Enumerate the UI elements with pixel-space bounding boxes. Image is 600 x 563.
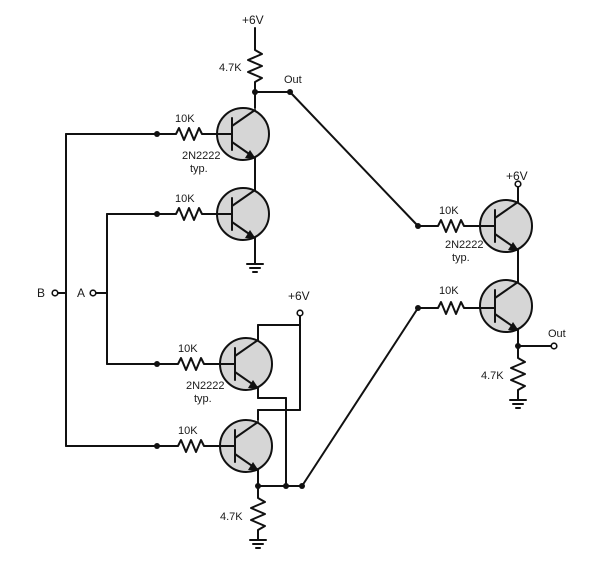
transistor-q6	[479, 279, 533, 333]
resistor-base-6	[433, 301, 467, 315]
junction-dot	[154, 443, 160, 449]
q1-part-label: 2N2222	[182, 150, 221, 162]
junction-dot	[252, 89, 258, 95]
q3-collector-lead	[234, 339, 259, 357]
resistor-label-base-2: 10K	[175, 193, 195, 205]
resistor-base-5	[433, 219, 467, 233]
resistor-collector-top	[247, 43, 263, 93]
resistor-base-1	[171, 127, 205, 141]
junction-dot	[154, 361, 160, 367]
resistor-base-4	[173, 439, 207, 453]
resistor-label-base-5: 10K	[439, 205, 459, 217]
wire-or-to-q6	[301, 307, 419, 487]
resistor-label-collector-top: 4.7K	[219, 62, 242, 74]
q4-collector-lead	[234, 421, 259, 439]
resistor-label-base-1: 10K	[175, 113, 195, 125]
input-b-label: B	[37, 286, 45, 300]
resistor-label-emitter-bottom: 4.7K	[220, 511, 243, 523]
resistor-base-3	[173, 357, 207, 371]
output-label-left: Out	[284, 74, 302, 86]
supply-label-right: +6V	[506, 169, 528, 183]
ground-icon	[249, 539, 267, 549]
supply-label-top: +6V	[242, 13, 264, 27]
resistor-label-base-6: 10K	[439, 285, 459, 297]
q5-part-label: 2N2222	[445, 239, 484, 251]
input-a-label: A	[77, 286, 85, 300]
junction-dot	[283, 483, 289, 489]
q2-collector-lead	[231, 189, 256, 207]
resistor-label-base-3: 10K	[178, 343, 198, 355]
resistor-label-base-4: 10K	[178, 425, 198, 437]
junction-dot	[415, 305, 421, 311]
input-b-terminal	[51, 289, 59, 297]
resistor-base-2	[171, 207, 205, 221]
q5-note-label: typ.	[452, 252, 470, 264]
resistor-emitter-right	[510, 345, 526, 401]
q6-emitter-arrow-icon	[508, 322, 519, 331]
supply-label-mid: +6V	[288, 289, 310, 303]
resistor-label-emitter-right: 4.7K	[481, 370, 504, 382]
q3-emitter-arrow-icon	[248, 380, 259, 389]
supply-terminal	[296, 309, 304, 317]
q1-collector-lead	[231, 109, 256, 127]
output-terminal	[550, 342, 558, 350]
q1-note-label: typ.	[190, 163, 208, 175]
resistor-emitter-bottom	[250, 485, 266, 541]
ground-icon	[246, 263, 264, 273]
junction-dot	[415, 223, 421, 229]
output-label-right: Out	[548, 328, 566, 340]
q5-emitter-arrow-icon	[508, 242, 519, 251]
wire-nand-to-q5	[289, 91, 419, 227]
q6-collector-lead	[494, 281, 519, 299]
q4-emitter-arrow-icon	[248, 462, 259, 471]
input-a-terminal	[89, 289, 97, 297]
q5-collector-lead	[494, 201, 519, 219]
q3-part-label: 2N2222	[186, 380, 225, 392]
ground-icon	[509, 399, 527, 409]
q1-emitter-arrow-icon	[245, 150, 256, 159]
q2-emitter-arrow-icon	[245, 230, 256, 239]
q3-note-label: typ.	[194, 393, 212, 405]
